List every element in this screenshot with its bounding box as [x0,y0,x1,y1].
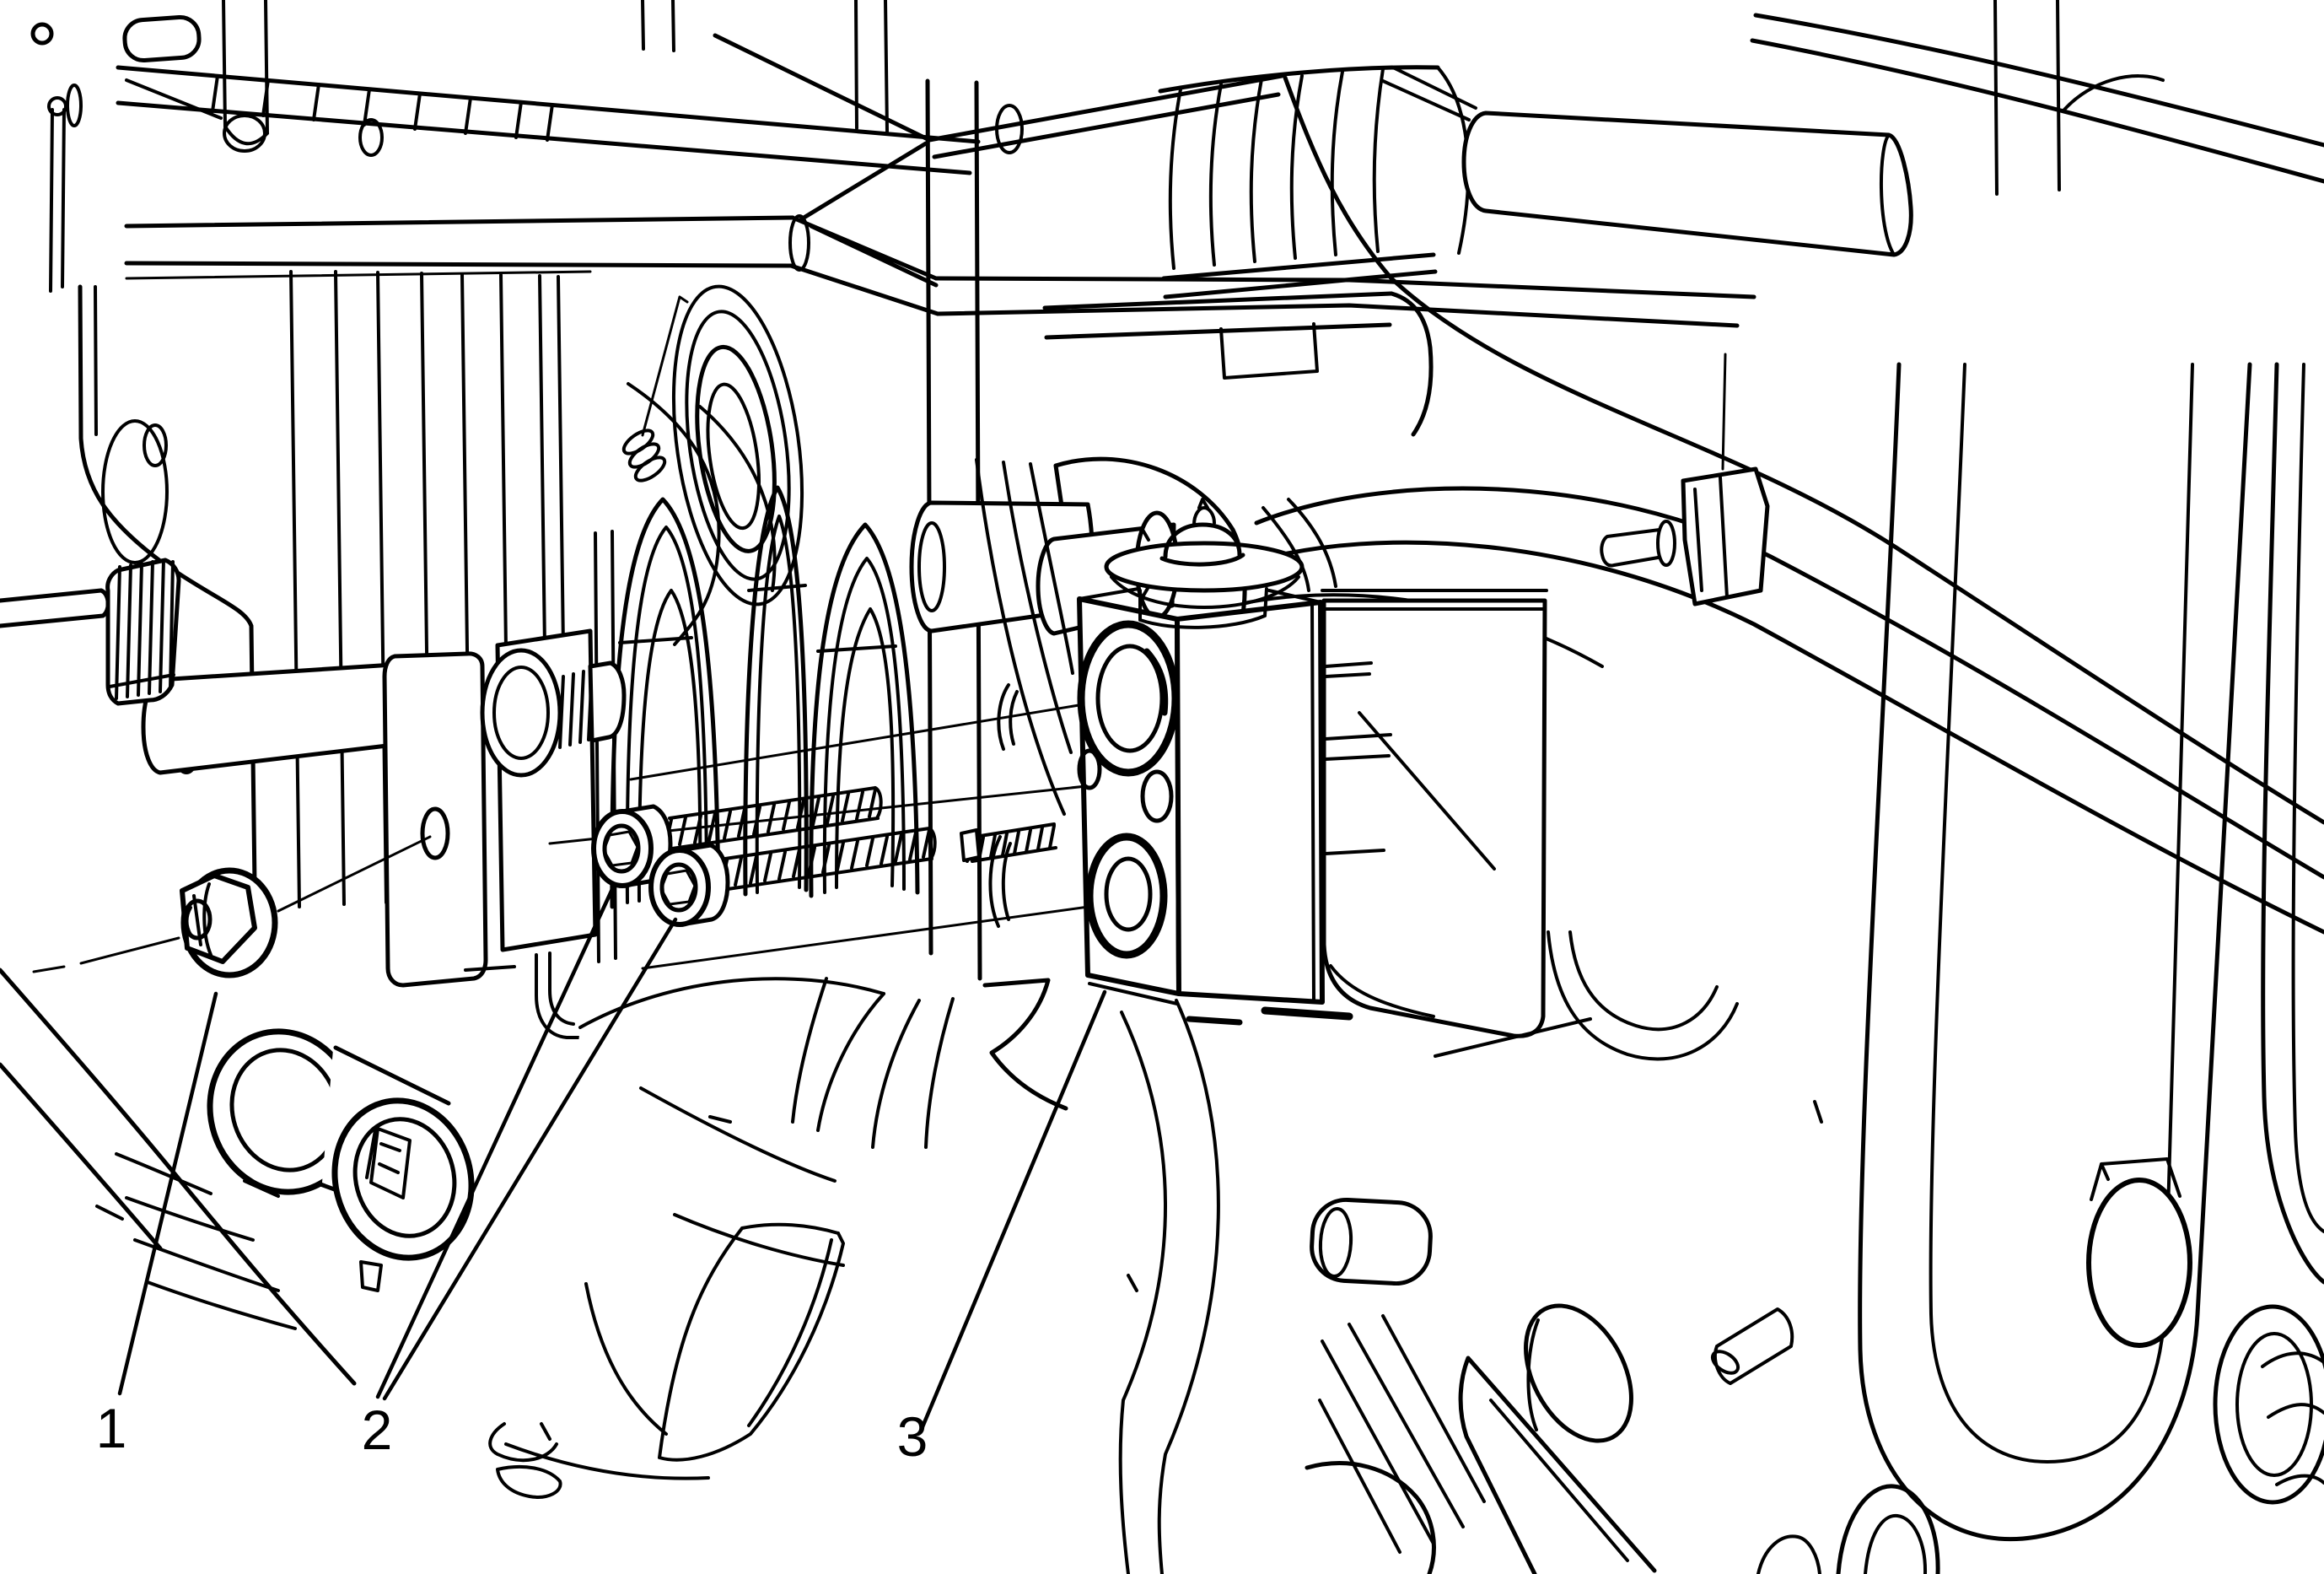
callout-label-1: 1 [96,1397,127,1459]
rod-cylinder [1461,111,1913,257]
trim-strokes [95,1152,297,1330]
left-panel [0,284,357,1386]
roll-pin [1713,1307,1794,1385]
hvac-case [1042,0,2324,1574]
panel-grommet [671,284,804,606]
stud-in-place [960,822,1057,863]
valve-dome-cap [1104,498,1305,629]
brace [713,33,1284,222]
expansion-valve-bolts [591,786,1057,927]
case-ribs [1158,65,1440,299]
evap-port-arcs [988,683,1019,928]
harness-bundle [975,458,1074,816]
valve-side-face [1175,600,1325,1005]
body-structure [0,0,1756,1386]
ac-line-assembly [32,558,627,1330]
callout-label-3: 3 [897,1405,928,1468]
corrugated-hose-end [105,558,181,706]
stud-axis-line [32,835,432,973]
small-cylinder [1310,1197,1433,1286]
bracket-hole [420,806,450,860]
callout-leader-1 [117,991,218,1396]
valve-bolt-hole-2 [1140,769,1174,823]
callout-label-2: 2 [362,1399,393,1461]
panel-pleats [289,270,568,908]
fitting-nut [180,867,278,978]
valve-lower-port [1085,833,1168,959]
hose-sweep [1283,75,2324,825]
pressure-switch-connector [207,1028,475,1292]
valve-bolt-hole-1 [1077,748,1102,790]
upper-rail [116,65,981,175]
grommet-cap [1524,1303,1633,1443]
callout-leader-3 [919,989,1107,1431]
lower-ducts [1305,1197,2324,1574]
insulator-sheet [488,977,1220,1574]
slot [122,14,202,63]
hole [30,22,54,46]
expansion-valve [1077,498,1325,1005]
evaporator-housing [1186,589,1739,1061]
channel-knob [2086,1178,2192,1348]
pipe-bracket [382,651,488,988]
u-channels [1813,362,2324,1542]
cowl-rail [124,214,1756,328]
callouts: 1 2 3 [96,885,1107,1468]
callout-leader-2 [375,885,616,1399]
bolt-lower [648,827,937,927]
callout-leader-2 [382,917,678,1401]
spring-clip [621,295,689,482]
panel-arches [610,485,920,909]
valve-upper-port [1077,620,1180,777]
stud-bracket [1600,353,1770,606]
